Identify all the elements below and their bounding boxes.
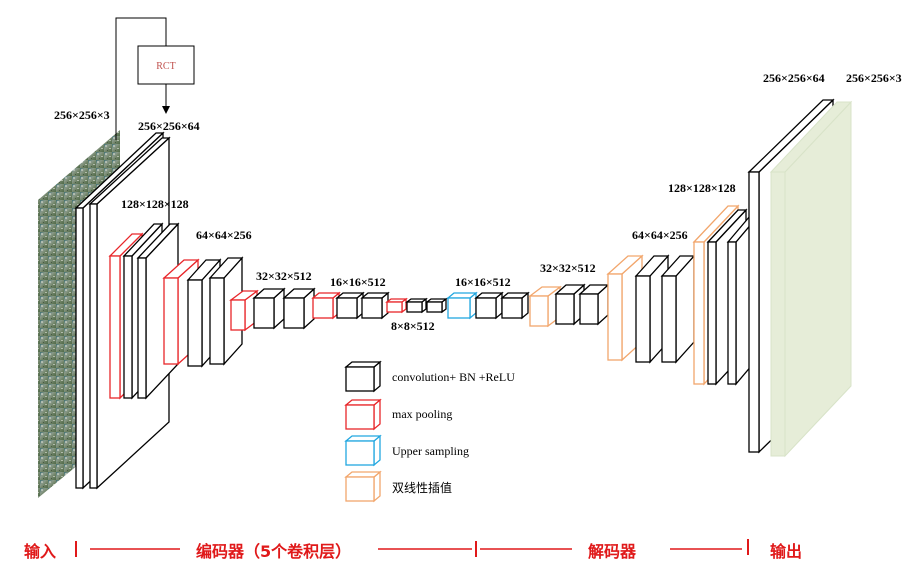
conv-block-d7b [500, 291, 530, 320]
legend-conv-box [344, 360, 382, 393]
dim-d6: 8×8×512 [391, 319, 435, 333]
conv-block-e4a [252, 287, 286, 330]
conv-block-e5b [360, 291, 390, 320]
dim-d10: 128×128×128 [668, 181, 736, 195]
stage-bar: 输入 编码器（5个卷积层） 解码器 输出 [24, 539, 802, 561]
legend-maxpool-box [344, 398, 382, 431]
dim-d3: 64×64×256 [196, 228, 252, 242]
dim-d2: 128×128×128 [121, 197, 189, 211]
conv-block-e4b [282, 287, 316, 330]
dim-d7: 16×16×512 [455, 275, 511, 289]
legend-upsample-box [344, 434, 382, 467]
legend-maxpool-label: max pooling [392, 407, 452, 421]
conv-block-d8b [578, 283, 610, 326]
legend-upsample-label: Upper sampling [392, 444, 469, 458]
maxpool-block-e5 [311, 291, 341, 320]
upsample-block-d7 [446, 291, 478, 320]
network-blocks [74, 98, 853, 490]
dim-d5: 16×16×512 [330, 275, 386, 289]
dim-d1: 256×256×64 [138, 119, 200, 133]
conv-block-d7a [474, 291, 504, 320]
output-image [769, 100, 853, 458]
conv-block-e6b [425, 297, 448, 314]
legend-conv-label: convolution+ BN +ReLU [392, 370, 515, 384]
rct-label: RCT [156, 61, 175, 72]
legend: convolution+ BN +ReLU max pooling Upper … [344, 360, 515, 503]
conv-block-e6a [405, 297, 428, 314]
legend-bilinear-label: 双线性插值 [392, 480, 452, 495]
conv-block-d9b [660, 254, 696, 364]
conv-block-e3b [208, 256, 244, 366]
stage-decoder: 解码器 [588, 542, 637, 561]
dim-d4: 32×32×512 [256, 269, 312, 283]
dim-d9: 64×64×256 [632, 228, 688, 242]
stage-output: 输出 [770, 542, 802, 561]
stage-input: 输入 [24, 542, 56, 561]
rct-skip-line [115, 17, 167, 140]
rct-box [137, 45, 195, 85]
conv-block-e5a [335, 291, 365, 320]
maxpool-block-e6 [385, 297, 408, 314]
stage-encoder: 编码器（5个卷积层） [196, 542, 351, 561]
dim-input: 256×256×3 [54, 108, 110, 122]
dim-d11: 256×256×64 [763, 71, 825, 85]
maxpool-block-e4 [229, 289, 259, 332]
dim-d8: 32×32×512 [540, 261, 596, 275]
legend-bilinear-box [344, 470, 382, 503]
dim-output: 256×256×3 [846, 71, 902, 85]
